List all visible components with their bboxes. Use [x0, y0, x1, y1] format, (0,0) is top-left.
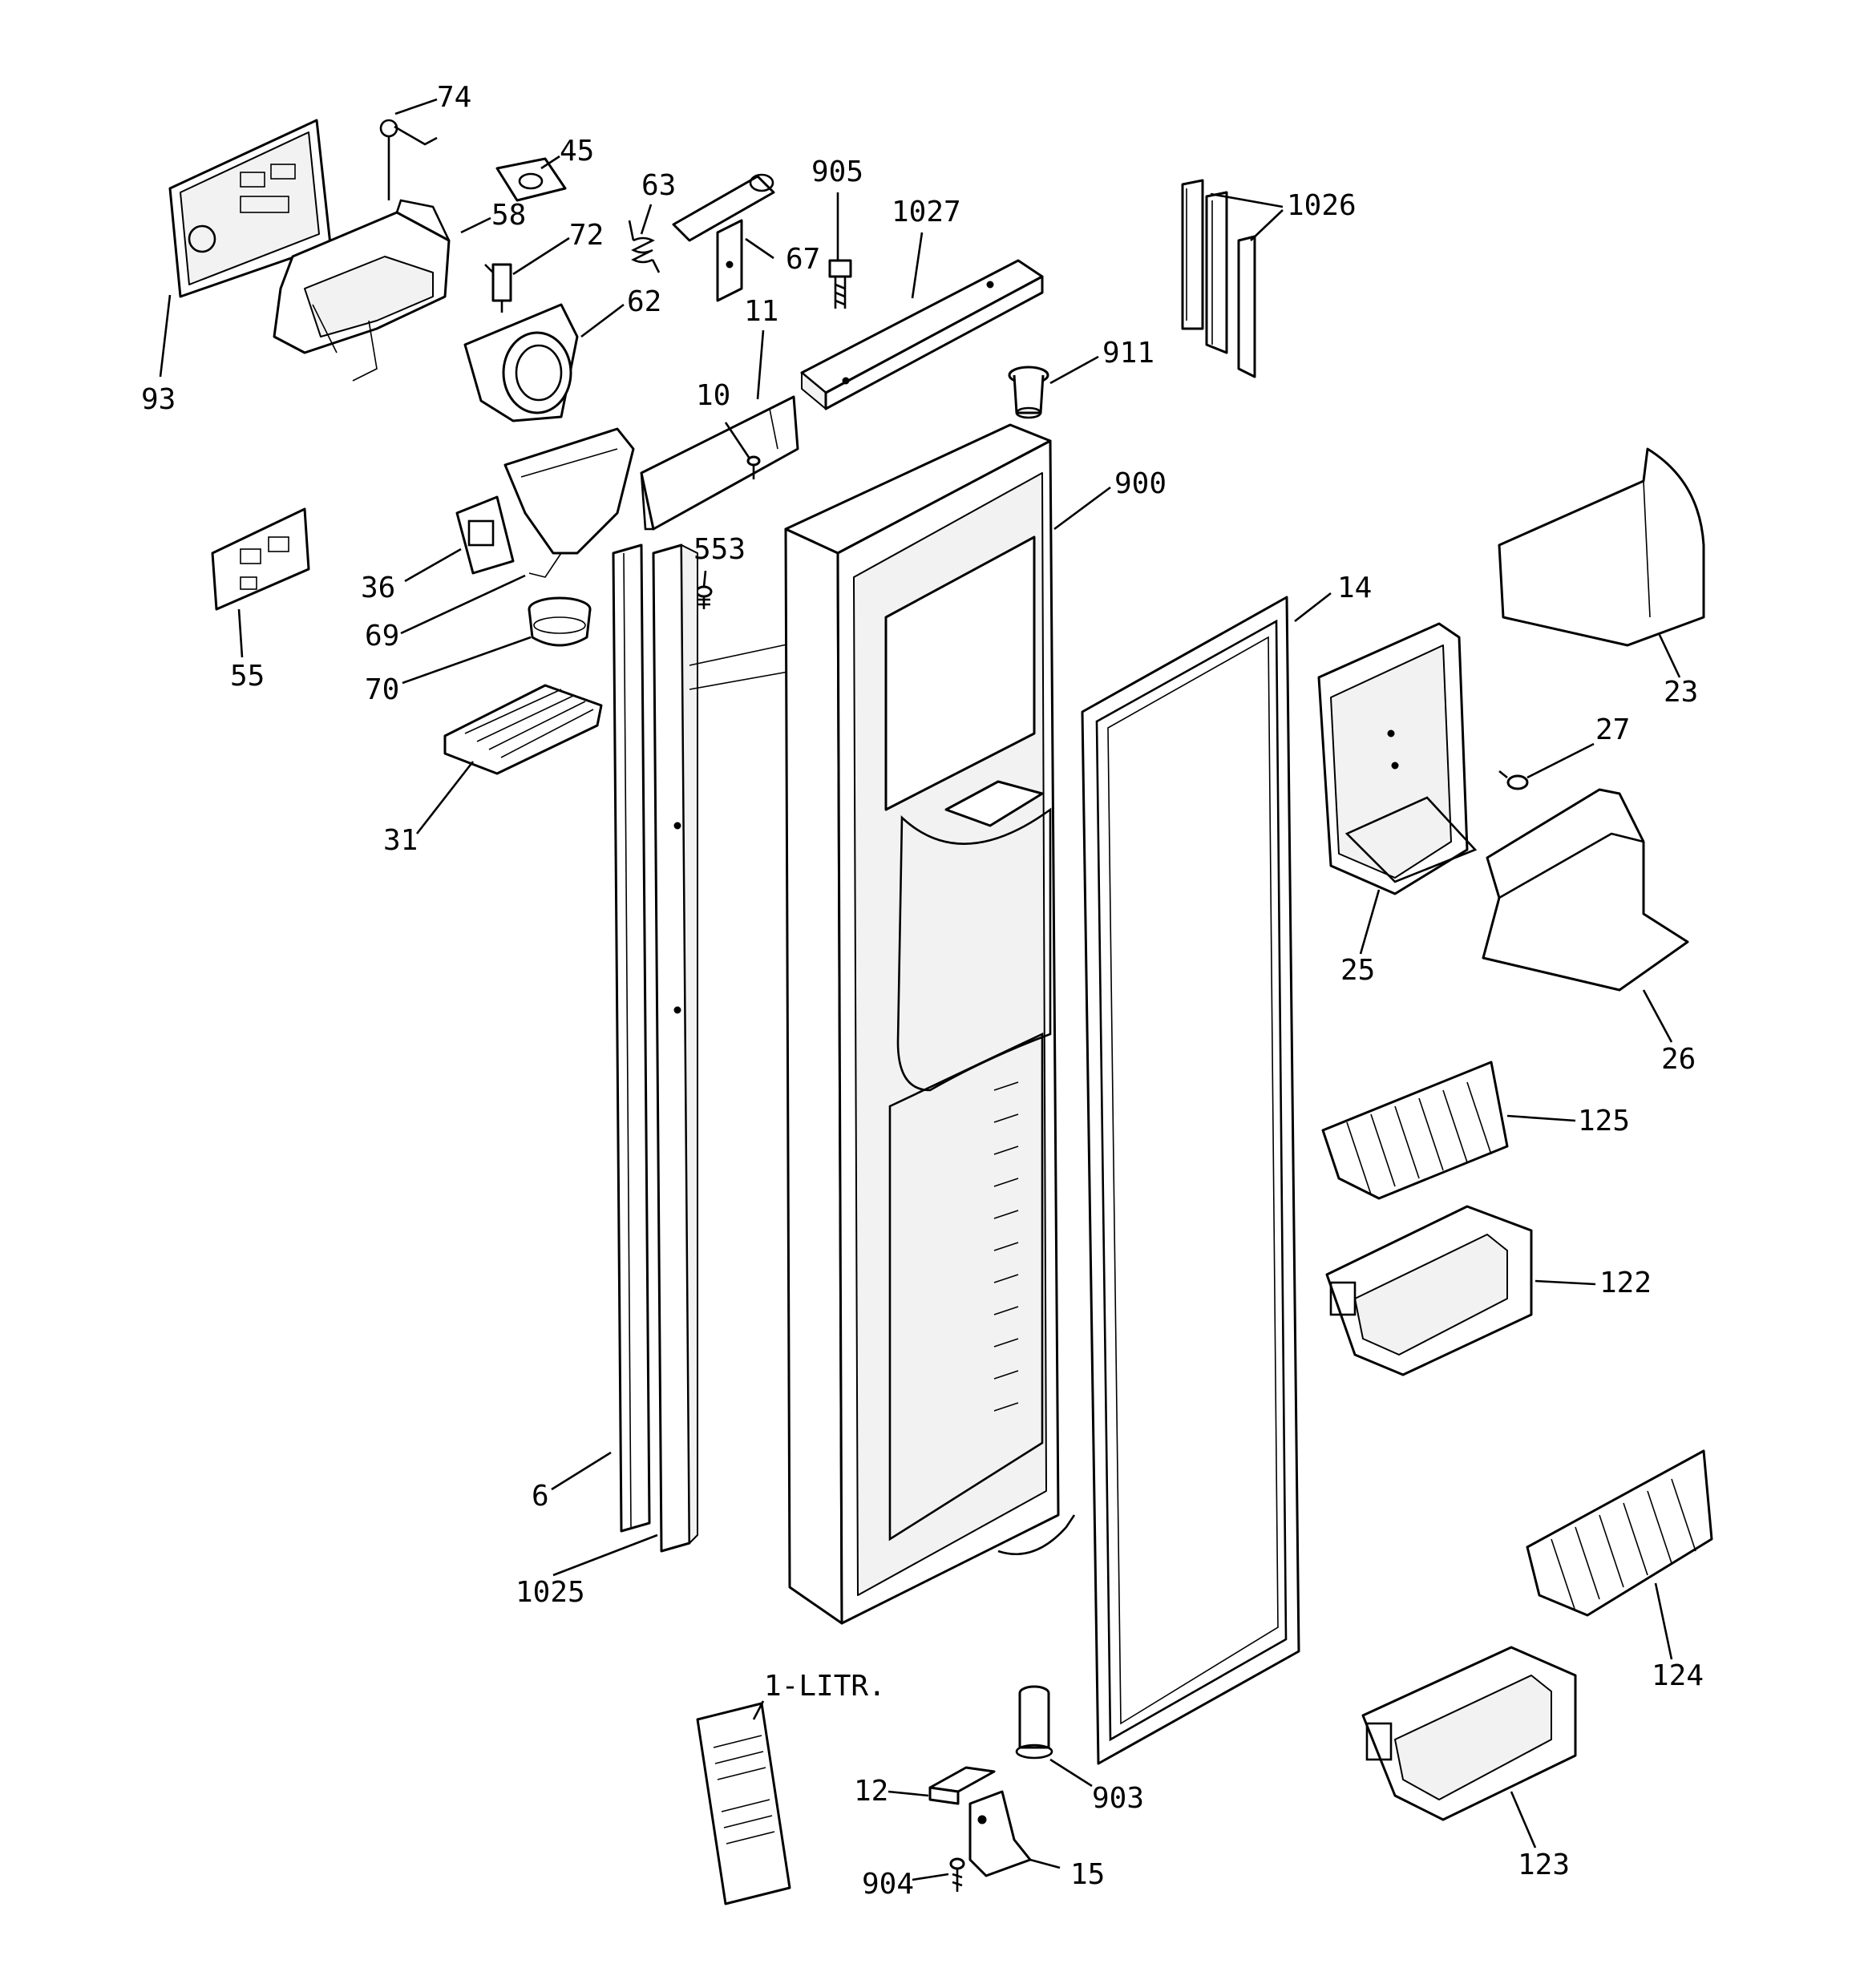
- callout-15: 15: [1070, 1858, 1105, 1891]
- callout-125: 125: [1578, 1105, 1630, 1137]
- funnel-part: [503, 427, 635, 578]
- ice-chute-ring-part: [463, 303, 579, 422]
- callout-63: 63: [641, 169, 676, 202]
- bolt-part: [828, 259, 852, 309]
- wire-shelf-124-part: [1526, 1449, 1713, 1617]
- liner-frame-part: [640, 395, 799, 531]
- dispenser-tray-part: [1482, 788, 1689, 992]
- bin-holder-part: [1317, 622, 1478, 895]
- door-trim-strip-part: [612, 543, 651, 1533]
- callout-900: 900: [1114, 467, 1167, 500]
- callout-1026: 1026: [1287, 189, 1357, 222]
- callout-70: 70: [365, 673, 399, 706]
- bottom-hinge-part: [968, 1790, 1032, 1877]
- door-bin-123-part: [1361, 1646, 1577, 1821]
- callout-911: 911: [1102, 337, 1154, 370]
- callout-11: 11: [744, 295, 778, 328]
- door-shelf-clips: [993, 1081, 1019, 1412]
- callout-124: 124: [1652, 1659, 1704, 1692]
- callout-62: 62: [627, 285, 661, 318]
- callout-45: 45: [560, 135, 594, 168]
- coil-spring-part: [628, 220, 661, 273]
- literature-booklet-part: [696, 1702, 791, 1905]
- callout-69: 69: [365, 620, 399, 653]
- callout-74: 74: [437, 81, 471, 114]
- callout-23: 23: [1664, 676, 1698, 709]
- callout-6: 6: [532, 1480, 549, 1513]
- hinge-plate-part: [928, 1766, 996, 1805]
- callout-25: 25: [1340, 954, 1375, 987]
- callout-1-litr: 1-LITR.: [764, 1670, 886, 1703]
- dispenser-housing-part: [273, 199, 451, 382]
- circuit-board-part: [211, 507, 310, 611]
- callout-904: 904: [862, 1868, 914, 1901]
- callout-10: 10: [696, 379, 730, 412]
- callout-93: 93: [141, 383, 176, 416]
- callout-31: 31: [383, 824, 418, 857]
- callout-553: 553: [693, 533, 746, 566]
- door-bin-122-part: [1325, 1205, 1533, 1376]
- screw-904-part: [949, 1857, 965, 1892]
- callout-903: 903: [1092, 1782, 1144, 1815]
- callout-58: 58: [491, 199, 526, 232]
- bushing-part: [1008, 366, 1049, 419]
- door-side-trim-part: [652, 543, 803, 1553]
- callout-67: 67: [786, 243, 820, 276]
- screw-part: [746, 455, 761, 479]
- control-panel-part: [168, 119, 332, 298]
- callout-labels: 74 45 58 72 63 67 905 1027 1026 93 62 11…: [141, 81, 1704, 1901]
- bracket-part: [495, 157, 567, 202]
- screw-553-part: [695, 585, 713, 609]
- hinge-arm-part: [672, 173, 775, 302]
- screw-27-part: [1498, 770, 1529, 790]
- callout-1027: 1027: [892, 196, 961, 228]
- callout-1025: 1025: [516, 1576, 585, 1609]
- callout-55: 55: [230, 660, 265, 693]
- callout-123: 123: [1518, 1849, 1570, 1881]
- drip-tray-grille-part: [443, 684, 603, 775]
- wire-shelf-125-part: [1321, 1061, 1509, 1200]
- motor-bracket-part: [455, 495, 515, 575]
- callout-26: 26: [1661, 1043, 1696, 1076]
- leader-lines: [159, 98, 1681, 1881]
- callout-72: 72: [569, 219, 604, 252]
- door-gasket-part: [1081, 596, 1300, 1765]
- wire-spring-part: [379, 119, 438, 200]
- collar-ring-part: [528, 596, 592, 647]
- top-cap-part: [800, 259, 1044, 410]
- callout-27: 27: [1595, 713, 1630, 746]
- callout-905: 905: [811, 156, 863, 188]
- hinge-pin-part: [1015, 1685, 1053, 1760]
- callout-14: 14: [1337, 572, 1372, 604]
- callout-36: 36: [361, 572, 395, 604]
- door-assembly-part: [784, 423, 1076, 1625]
- switch-part: [484, 263, 512, 313]
- door-bin-23-part: [1498, 447, 1705, 647]
- callout-12: 12: [854, 1775, 888, 1808]
- callout-122: 122: [1599, 1267, 1652, 1299]
- trim-strip-part: [1181, 179, 1256, 378]
